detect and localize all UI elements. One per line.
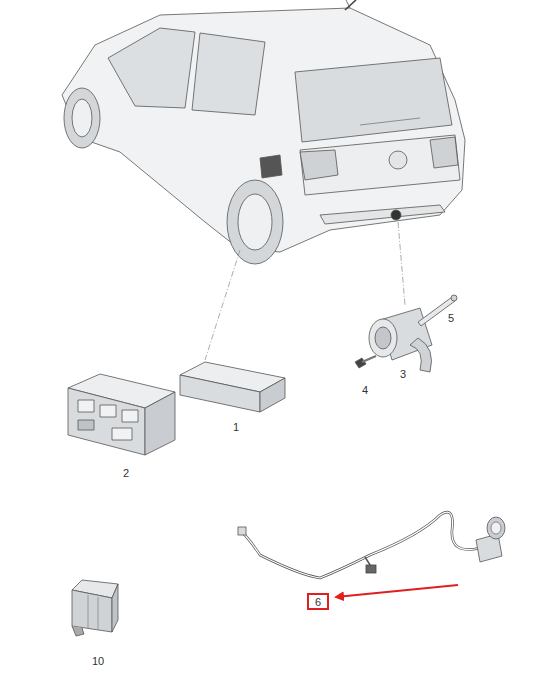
callout-number: 1: [233, 421, 239, 433]
wiring-harness-6: [238, 512, 505, 578]
socket-3: [369, 308, 432, 372]
callout-number: 10: [92, 655, 104, 667]
callout-number: 6: [309, 596, 327, 608]
callout-number: 4: [362, 384, 368, 396]
pointer-arrow: [336, 585, 458, 597]
car: [62, 0, 465, 264]
relay-10: [72, 580, 118, 636]
control-unit-1: [180, 362, 285, 412]
fuse-box-2: [68, 374, 175, 455]
pin-5: [418, 295, 457, 326]
callout-number: 5: [448, 312, 454, 324]
callout-number: 3: [400, 368, 406, 380]
callout-number: 2: [123, 467, 129, 479]
screw-4: [355, 356, 376, 368]
leader-lines: [205, 222, 405, 360]
highlight-box: 6: [307, 593, 329, 610]
